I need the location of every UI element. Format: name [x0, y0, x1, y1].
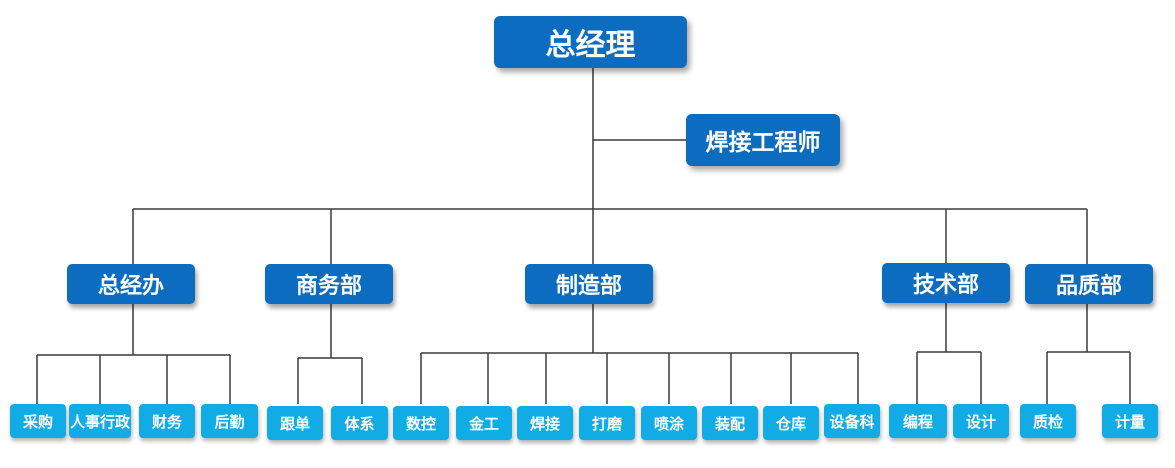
node-sub: 跟单: [267, 406, 323, 440]
node-sub: 编程: [889, 404, 947, 438]
node-sub: 采购: [10, 404, 66, 438]
node-dept-3: 技术部: [882, 263, 1010, 303]
node-sub-label: 采购: [22, 412, 53, 431]
node-sub-label: 金工: [468, 414, 499, 433]
node-sub-label: 仓库: [775, 414, 806, 433]
node-sub-label: 焊接: [529, 414, 560, 433]
node-sub: 焊接: [517, 406, 573, 440]
node-sub-label: 编程: [902, 412, 933, 431]
node-sub: 打磨: [579, 406, 635, 440]
node-dept-label: 商务部: [295, 274, 362, 299]
node-sub-label: 财务: [151, 412, 182, 431]
node-dept-2: 制造部: [525, 264, 653, 304]
node-sub-label: 数控: [405, 414, 436, 433]
node-sub: 财务: [139, 404, 195, 438]
node-dept-label: 品质部: [1055, 274, 1122, 299]
node-sub: 质检: [1020, 404, 1076, 438]
node-sub: 装配: [702, 406, 758, 440]
node-sub: 金工: [456, 406, 512, 440]
node-dept-1: 商务部: [265, 264, 393, 304]
node-sub: 数控: [393, 406, 449, 440]
node-welding-engineer-label: 焊接工程师: [705, 130, 821, 156]
node-sub: 设计: [953, 404, 1009, 438]
node-sub: 后勤: [201, 404, 258, 438]
node-dept-label: 总经办: [97, 274, 164, 299]
node-sub-label: 后勤: [214, 412, 245, 431]
node-sub-label: 喷涂: [653, 414, 684, 433]
node-sub: 体系: [331, 406, 388, 440]
node-sub: 喷涂: [641, 406, 697, 440]
node-sub: 设备科: [824, 404, 880, 438]
node-sub-label: 打磨: [591, 414, 622, 433]
node-sub-label: 装配: [714, 414, 745, 433]
node-general-manager-label: 总经理: [545, 28, 636, 63]
node-dept-label: 制造部: [555, 274, 622, 299]
node-dept-4: 品质部: [1025, 264, 1153, 304]
node-general-manager: 总经理: [494, 16, 687, 68]
node-sub-label: 设备科: [829, 412, 875, 431]
node-sub: 计量: [1102, 404, 1158, 438]
node-sub-label: 跟单: [279, 414, 310, 433]
node-sub: 仓库: [763, 406, 819, 440]
node-dept-label: 技术部: [912, 273, 979, 298]
node-sub-label: 质检: [1032, 412, 1063, 431]
node-sub-label: 计量: [1114, 412, 1145, 431]
node-dept-0: 总经办: [67, 264, 195, 304]
node-welding-engineer: 焊接工程师: [686, 114, 840, 166]
node-sub-label: 人事行政: [69, 412, 130, 431]
node-sub: 人事行政: [69, 404, 131, 438]
node-sub-label: 设计: [965, 412, 996, 431]
node-sub-label: 体系: [344, 414, 375, 433]
